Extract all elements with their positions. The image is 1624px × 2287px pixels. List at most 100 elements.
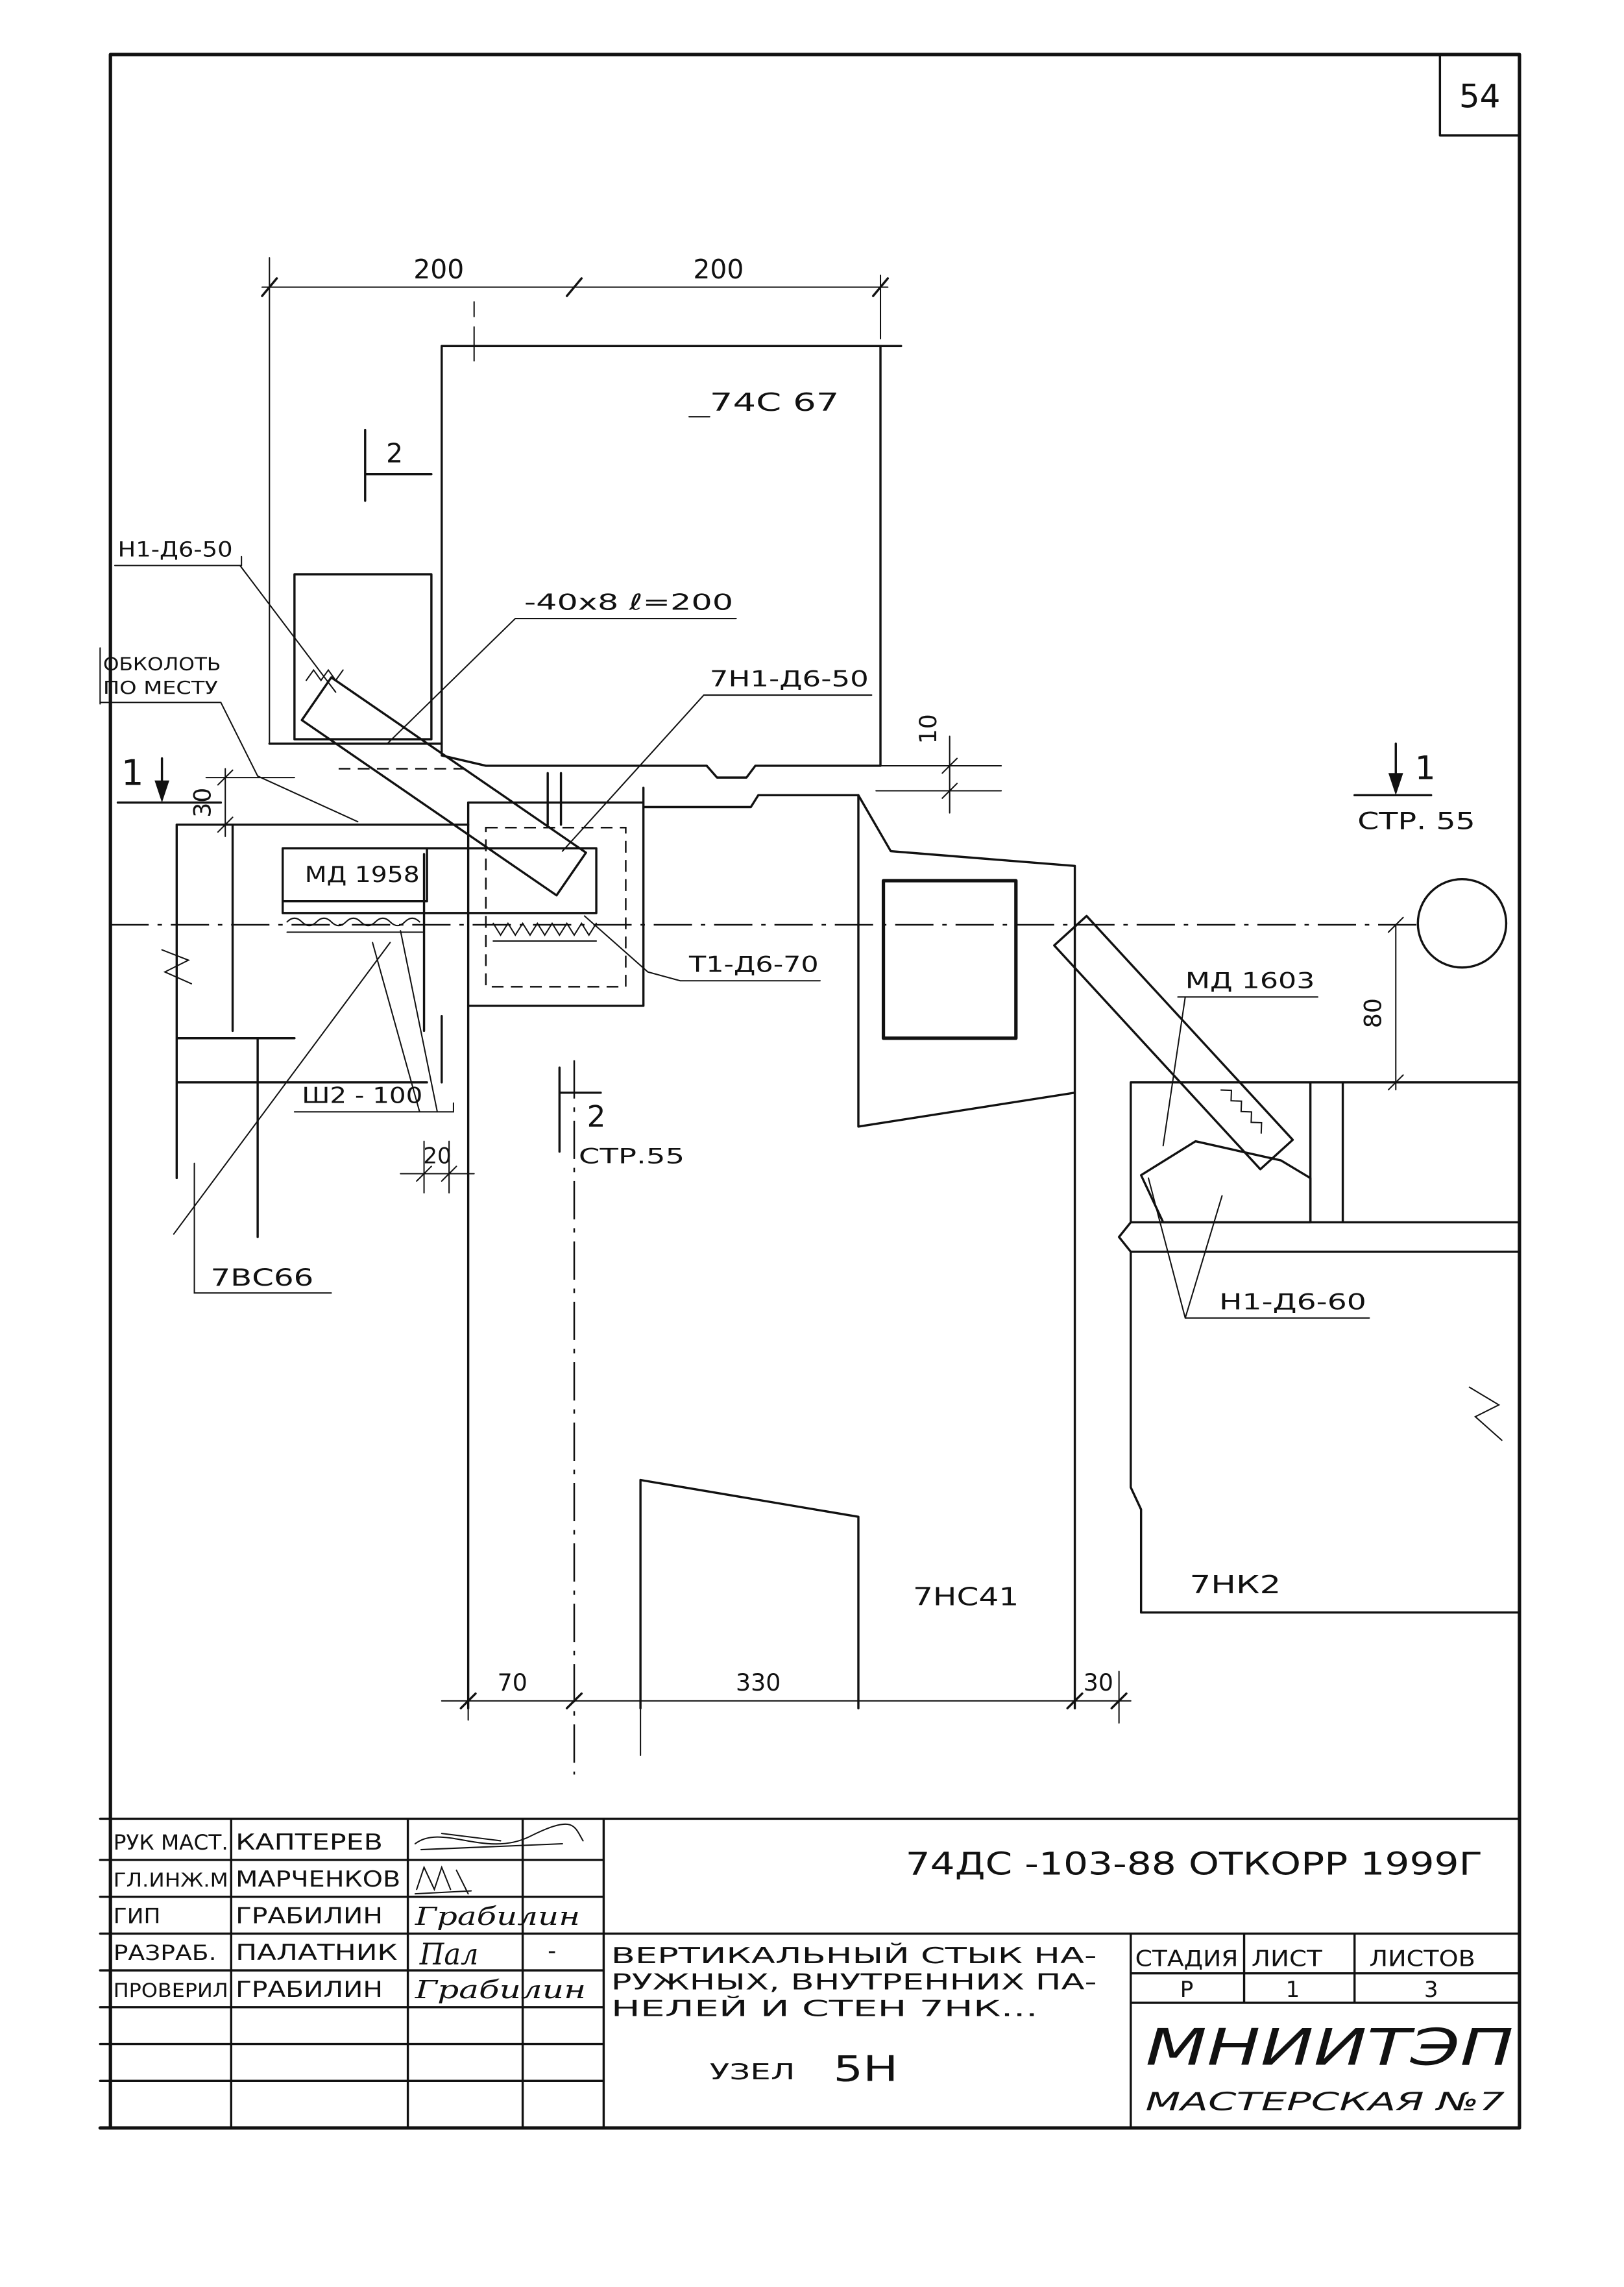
callout-n1-d6-50-label: Н1-Д6-50 <box>118 539 233 562</box>
panel-7nk2-label: 7НК2 <box>1190 1571 1281 1600</box>
sheets-header: ЛИСТОВ <box>1369 1946 1475 1972</box>
section-2-bottom-ref: СТР.55 <box>579 1145 685 1169</box>
sheets-value: 3 <box>1424 1977 1438 2003</box>
role-rows-4: ПРОВЕРИЛ <box>114 1979 228 2001</box>
panel-74c67: 74С 67 <box>441 345 903 779</box>
panel-7nk2-outline <box>1117 1081 1521 1614</box>
dimension-20-lines <box>400 1140 475 1194</box>
plate-md-1958-outline <box>281 847 598 914</box>
callout-7n1-d6-50-leader <box>561 694 873 852</box>
description-line-1: ВЕРТИКАЛЬНЫЙ СТЫК НА- <box>611 1942 1097 1969</box>
page-number-box <box>1438 53 1521 137</box>
callout-sh2-100-label: Ш2 - 100 <box>302 1083 422 1109</box>
stage-header: СТАДИЯ <box>1135 1946 1239 1972</box>
callout-obkolot-line2: ПО МЕСТУ <box>103 678 219 698</box>
section-2-bottom-label: 2 <box>587 1099 606 1134</box>
callout-md-1603: МД 1603 <box>1162 968 1319 1147</box>
frame-border <box>98 53 1521 2130</box>
name-rows-0: КАПТЕРЕВ <box>236 1829 383 1855</box>
name-rows-4: ГРАБИЛИН <box>236 1977 383 2003</box>
section-1-right: 1 СТР. 55 <box>1353 742 1475 835</box>
callout-t1-d6-70-label: Т1-Д6-70 <box>688 952 819 978</box>
dimension-30-left: 30 <box>189 768 295 837</box>
sheet-frame: 54 <box>98 53 1521 2130</box>
dimension-80-lines <box>1342 916 1414 1091</box>
right-diagonal-bracket <box>1053 914 1294 1171</box>
document-code: 74ДС -103-88 ОТКОРР 1999Г <box>906 1847 1483 1883</box>
role-rows-0: РУК МАСТ. <box>114 1831 228 1855</box>
break-line-right <box>1468 1386 1503 1441</box>
callout-n1-d6-60-label: Н1-Д6-60 <box>1219 1289 1366 1315</box>
section-1-right-ref: СТР. 55 <box>1357 807 1475 835</box>
signature-row1 <box>414 1823 584 1851</box>
title-block: РУК МАСТ. КАПТЕРЕВ ГЛ.ИНЖ.М МАРЧЕНКОВ ГИ… <box>99 1817 1521 2129</box>
insert-block <box>467 772 645 1007</box>
callout-t1-d6-70: Т1-Д6-70 <box>583 915 821 982</box>
callout-sh2-100-leader <box>293 930 454 1113</box>
section-1-right-arrow <box>1388 773 1403 796</box>
section-2-top-mark <box>364 428 433 502</box>
callout-plate: -40х8 ℓ=200 <box>386 589 737 744</box>
extension-lines <box>269 257 882 744</box>
role-rows-1: ГЛ.ИНЖ.М <box>114 1869 228 1891</box>
panel-7ns41-recess <box>639 1478 860 1709</box>
callout-n1-d6-60: Н1-Д6-60 <box>1148 1177 1370 1319</box>
stage-value: Р <box>1180 1977 1194 2003</box>
bottom-dimensions: 70 330 30 <box>441 1669 1132 1756</box>
callout-obkolot-leader <box>99 647 359 823</box>
dimension-80: 80 <box>1342 916 1414 1091</box>
node-number: 5Н <box>833 2048 898 2089</box>
insert-block-outline <box>467 787 645 1007</box>
insert-weld <box>492 922 598 942</box>
section-1-left-arrow <box>154 780 169 803</box>
dimension-30-bottom: 30 <box>1084 1669 1113 1696</box>
callout-obkolot: ОБКОЛОТЬ ПО МЕСТУ <box>99 647 359 823</box>
workshop-name: МАСТЕРСКАЯ №7 <box>1145 2088 1505 2117</box>
node-label: УЗЕЛ <box>710 2059 795 2085</box>
callout-n1-d6-50-leader <box>114 556 337 693</box>
top-dimension: 200 200 <box>261 254 890 744</box>
title-block-grid <box>99 1817 1521 2129</box>
section-2-bottom-mark <box>558 1066 602 1153</box>
plate-md-1958-label: МД 1958 <box>305 862 420 888</box>
panel-7ns41-insulation <box>881 879 1018 1040</box>
panel-7ns41-outline <box>467 794 1076 1709</box>
left-bracket-plate <box>300 676 587 897</box>
break-line-left <box>161 949 193 985</box>
panel-7vs66-outline <box>175 824 470 1238</box>
panel-7vs66-leader <box>173 942 391 1294</box>
left-upper-column: 2 <box>268 428 443 745</box>
signature-row3: Грабилин <box>415 1902 580 1931</box>
dimension-20: 20 <box>400 1140 475 1194</box>
axis-marker-circle <box>1416 877 1508 969</box>
callout-n1-d6-50: Н1-Д6-50 <box>114 539 337 693</box>
description-line-3: НЕЛЕЙ И СТЕН 7НК... <box>611 1995 1038 2022</box>
section-1-left: 1 <box>116 752 223 804</box>
dimension-10: 10 <box>875 714 1002 814</box>
center-axes <box>110 923 1418 1775</box>
plate-md-1958: МД 1958 <box>281 847 598 933</box>
dimension-10-lines <box>875 735 1002 814</box>
dimension-70: 70 <box>498 1669 527 1696</box>
callout-n1-d6-60-leader <box>1148 1177 1370 1319</box>
callout-plate-leader <box>386 618 737 744</box>
dimension-20-label: 20 <box>423 1144 451 1169</box>
callout-plate-label: -40х8 ℓ=200 <box>524 589 733 615</box>
section-1-left-label: 1 <box>121 752 144 793</box>
right-bracket-weld <box>1220 1089 1263 1134</box>
weld-mark <box>305 668 344 682</box>
dimension-10-label: 10 <box>914 714 942 744</box>
description-line-2: РУЖНЫХ, ВНУТРЕННИХ ПА- <box>611 1970 1097 1996</box>
section-2-bottom: 2 СТР.55 <box>558 1066 685 1169</box>
left-diagonal-bracket <box>300 676 587 897</box>
name-rows-3: ПАЛАТНИК <box>236 1940 398 1966</box>
callout-t1-d6-70-leader <box>583 915 821 982</box>
signature-row5: Грабилин <box>415 1975 587 2005</box>
callout-sh2-100: Ш2 - 100 <box>293 930 454 1113</box>
organization-name: МНИИТЭП <box>1145 2018 1513 2077</box>
name-rows-1: МАРЧЕНКОВ <box>236 1866 400 1892</box>
callout-md-1603-label: МД 1603 <box>1185 968 1315 994</box>
panel-7ns41: 7НС41 <box>467 794 1076 1709</box>
sheet-header: ЛИСТ <box>1252 1946 1322 1972</box>
insert-block-hidden <box>485 827 627 988</box>
